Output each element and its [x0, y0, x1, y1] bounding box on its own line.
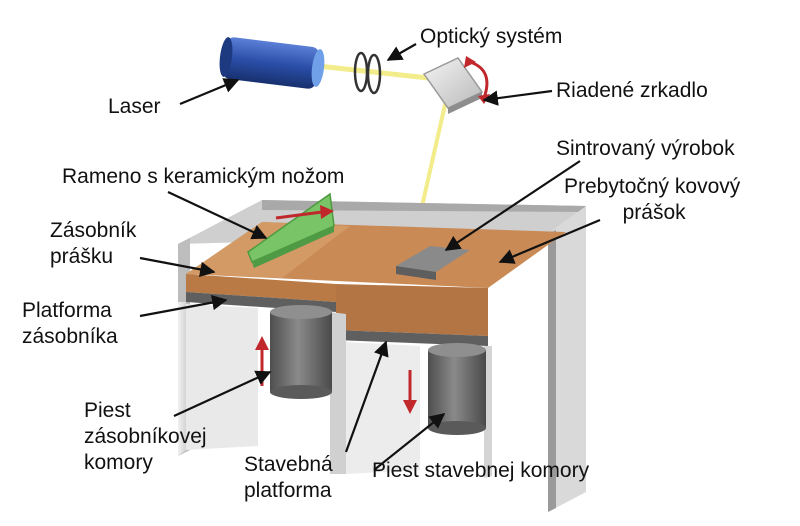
label-reservoir-piston: Piest zásobníkovej komory — [84, 398, 207, 476]
label-sintered-product: Sintrovaný výrobok — [556, 136, 735, 162]
label-excess-powder-line2: prášok — [622, 201, 686, 224]
label-build-platform: Stavebná platforma — [244, 452, 333, 504]
leader-lines — [139, 43, 601, 471]
label-reservoir-platform: Platforma zásobníka — [22, 298, 118, 350]
label-powder-reservoir-line1: Zásobník — [50, 219, 137, 242]
label-reservoir-piston-line1: Piest — [84, 399, 131, 422]
optical-lens-icon — [353, 51, 382, 95]
sintered-part — [396, 246, 470, 280]
label-powder-reservoir: Zásobník prášku — [50, 218, 136, 270]
build-piston-down-arrow — [403, 370, 417, 414]
chamber-front — [178, 302, 492, 478]
label-build-piston: Piest stavebnej komory — [372, 458, 589, 484]
label-laser: Laser — [108, 94, 161, 120]
blade-motion-arrow — [275, 205, 334, 220]
mirror-rotation-arrowhead-top — [464, 56, 476, 68]
label-build-platform-line2: platforma — [244, 479, 332, 502]
label-build-platform-line1: Stavebná — [244, 453, 333, 476]
label-reservoir-piston-line2: zásobníkovej — [84, 425, 207, 448]
label-controlled-mirror-text: Riadené zrkadlo — [556, 79, 708, 102]
label-controlled-mirror: Riadené zrkadlo — [556, 78, 708, 104]
label-reservoir-piston-line3: komory — [84, 451, 153, 474]
label-optical-system: Optický systém — [420, 24, 562, 50]
label-sintered-product-text: Sintrovaný výrobok — [556, 137, 735, 160]
label-reservoir-platform-line2: zásobníka — [22, 325, 118, 348]
label-arm-with-blade: Rameno s keramickým nožom — [62, 164, 344, 190]
label-excess-powder-line1: Prebytočný kovový — [564, 175, 741, 198]
reservoir-piston-icon — [270, 305, 332, 399]
label-excess-powder: Prebytočný kovový prášok — [564, 174, 740, 226]
label-laser-text: Laser — [108, 95, 161, 118]
label-optical-system-text: Optický systém — [420, 25, 563, 48]
label-reservoir-platform-line1: Platforma — [22, 299, 112, 322]
label-powder-reservoir-line2: prášku — [50, 245, 114, 268]
label-arm-with-blade-text: Rameno s keramickým nožom — [62, 165, 345, 188]
laser-icon — [219, 37, 325, 89]
label-build-piston-text: Piest stavebnej komory — [372, 459, 590, 482]
mirror-icon — [422, 57, 484, 114]
